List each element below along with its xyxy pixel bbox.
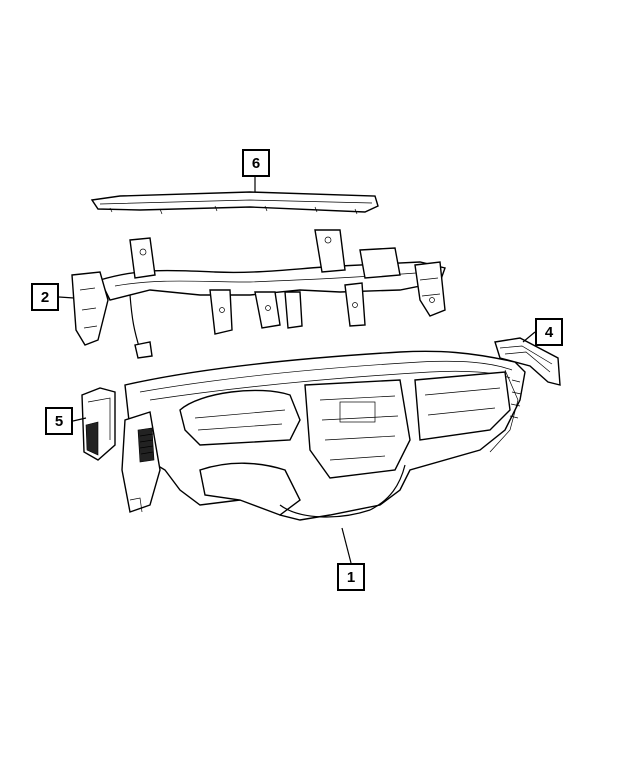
callout-5[interactable]: 5 bbox=[45, 407, 73, 435]
part-4-right-air-duct[interactable] bbox=[494, 337, 561, 386]
callout-2[interactable]: 2 bbox=[31, 283, 59, 311]
part-5-left-air-duct[interactable] bbox=[81, 387, 116, 461]
part-1-instrument-panel[interactable] bbox=[121, 350, 526, 521]
part-6-dash-top-trim[interactable] bbox=[90, 191, 379, 215]
leader-line-5 bbox=[72, 417, 87, 422]
leader-lines bbox=[58, 177, 536, 564]
callout-6[interactable]: 6 bbox=[242, 149, 270, 177]
callout-1[interactable]: 1 bbox=[337, 563, 365, 591]
part-2-cross-car-beam[interactable] bbox=[71, 229, 446, 359]
leader-line-1 bbox=[341, 527, 352, 564]
leader-line-4 bbox=[522, 331, 536, 343]
callout-4[interactable]: 4 bbox=[535, 318, 563, 346]
leader-line-2 bbox=[58, 296, 75, 299]
